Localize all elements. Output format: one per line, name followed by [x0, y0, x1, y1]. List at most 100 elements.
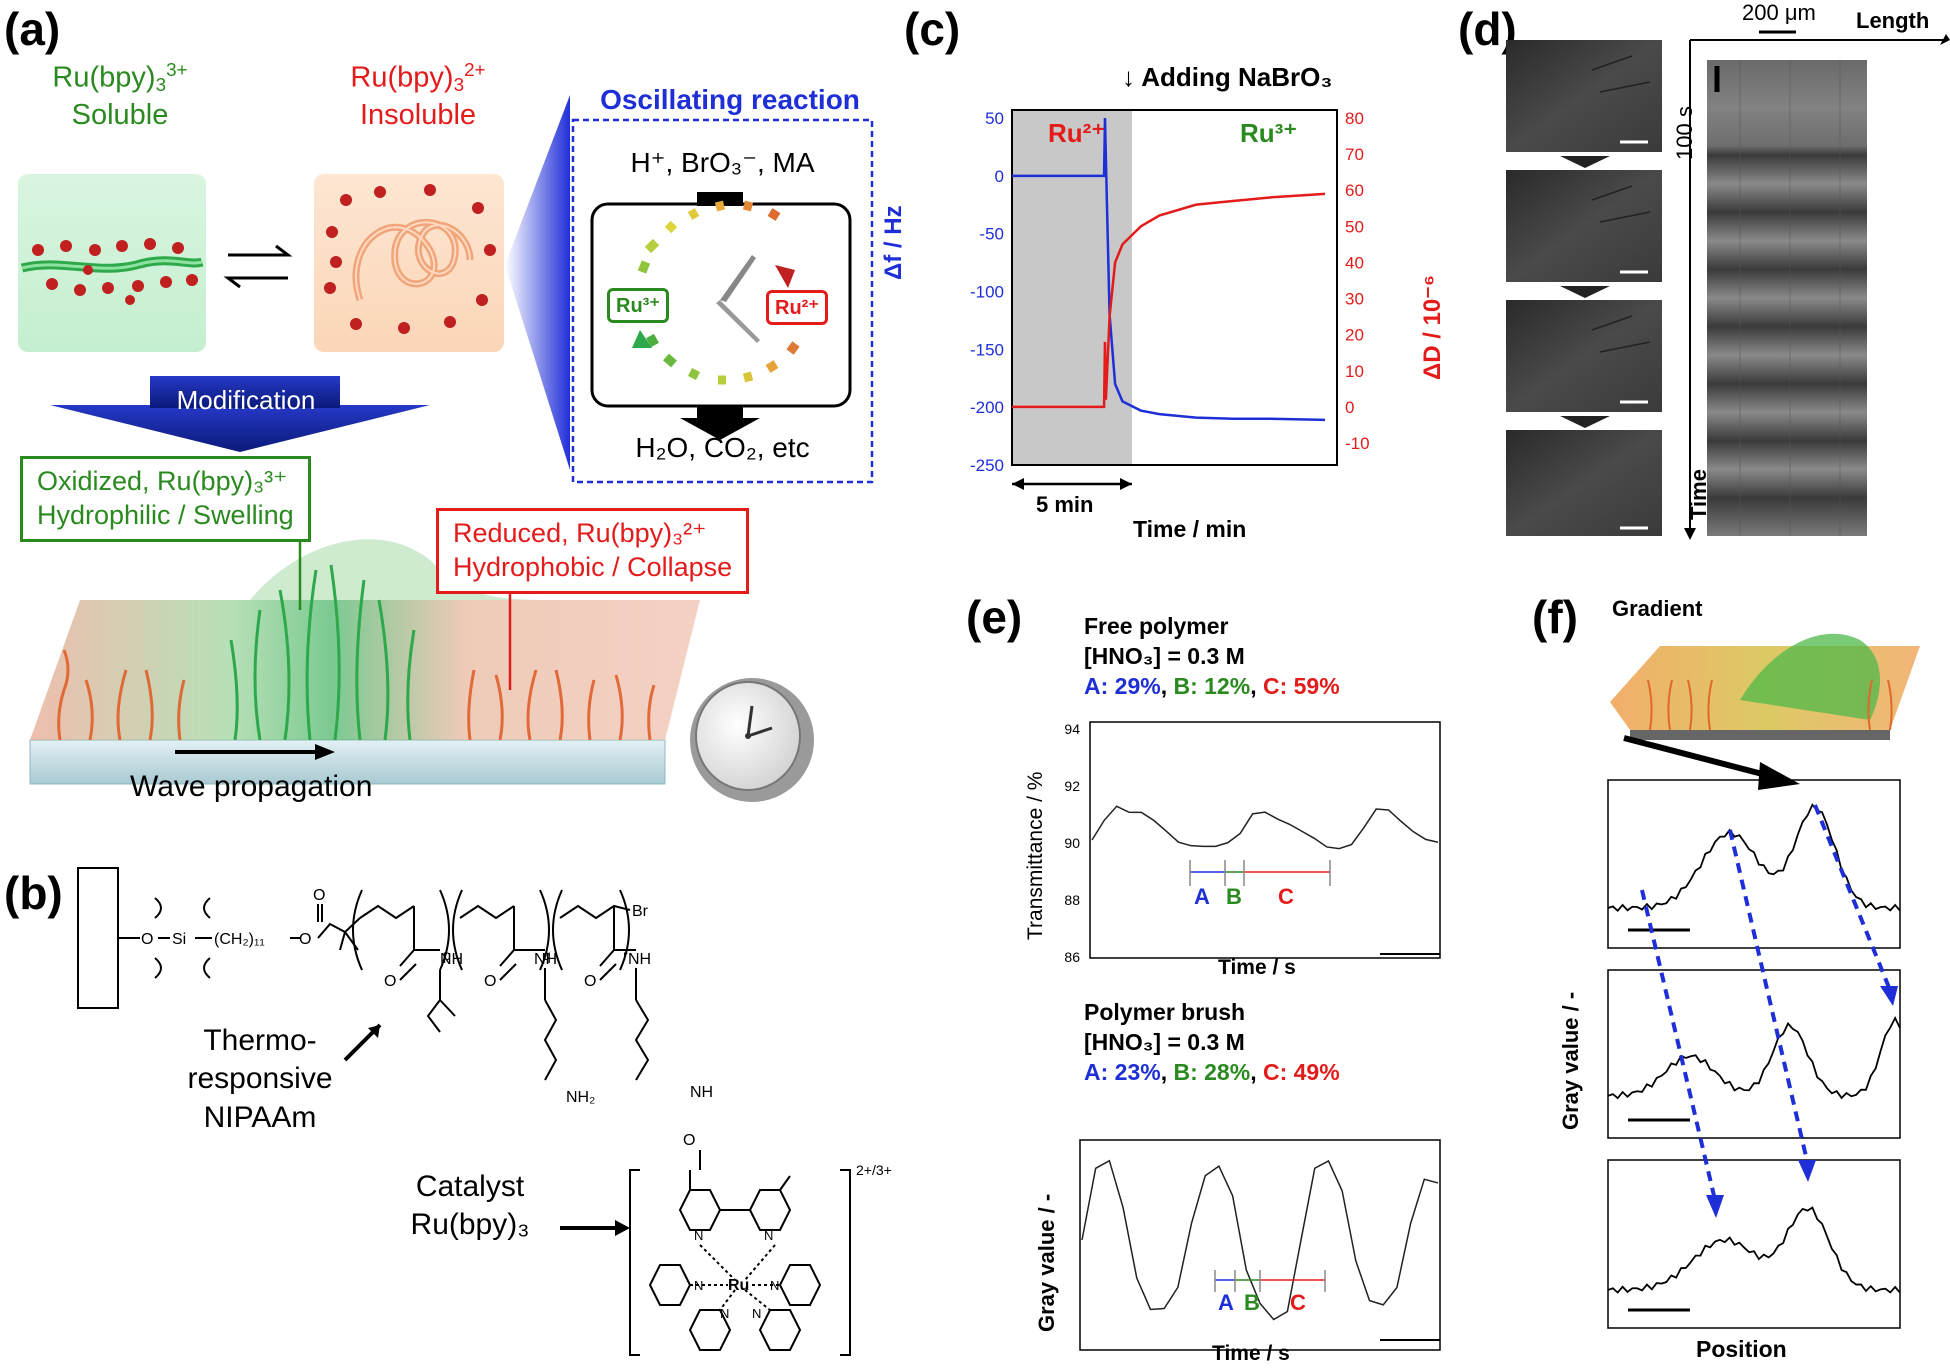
atom-n-1: N [694, 1228, 703, 1243]
oxidized-callout: Oxidized, Ru(bpy)₃³⁺ Hydrophilic / Swell… [20, 456, 311, 542]
modification-label: Modification [176, 385, 316, 415]
panel-f-label: (f) [1532, 591, 1578, 643]
soluble-sup: 3+ [166, 59, 188, 80]
panel-f-graphics [1607, 633, 1920, 1329]
f-xlabel: Position [1696, 1336, 1787, 1362]
e-brush-sep2: , [1250, 1058, 1263, 1085]
insoluble-text: Insoluble [359, 98, 477, 131]
c-ylabel-right: ΔD / 10⁻⁶ [1419, 275, 1446, 380]
atom-o-4: O [384, 973, 396, 990]
subscript-q: q [543, 947, 551, 963]
c-left-tick: 0 [995, 167, 1004, 186]
e-brush-header: Polymer brush [HNO₃] = 0.3 M A: 23%, B: … [1084, 998, 1340, 1088]
delta-f-series [1012, 117, 1326, 422]
atom-si: Si [172, 931, 186, 948]
e-free-b: B: 12% [1173, 672, 1251, 699]
e-top-tick: 86 [1064, 949, 1080, 965]
atom-nh-2: NH [534, 951, 557, 968]
atom-o-6: O [584, 973, 596, 990]
e-free-c: C: 59% [1262, 672, 1340, 699]
insoluble-sup: 2+ [464, 59, 486, 80]
catalyst-line1: Catalyst [415, 1170, 525, 1203]
reduced-callout: Reduced, Ru(bpy)₃²⁺ Hydrophobic / Collap… [436, 508, 750, 594]
insoluble-sub: 3 [453, 74, 465, 96]
atom-o-2: O [299, 931, 311, 948]
delta-d-series [1012, 192, 1326, 409]
insoluble-species: Ru(bpy) [350, 61, 454, 94]
e-ylabel-bottom: Gray value / - [1034, 1193, 1059, 1332]
d-length-label: Length [1856, 8, 1930, 33]
e-top-tick: 92 [1064, 778, 1080, 794]
c-xlabel: Time / min [1133, 516, 1247, 542]
thermo-line1: Thermo- [203, 1024, 317, 1057]
reagents-text: H⁺, BrO₃⁻, MA [630, 147, 815, 178]
atom-br: Br [632, 903, 649, 920]
complex-charge: 2+/3+ [856, 1162, 892, 1178]
panel-d-graphics [1506, 30, 1950, 540]
atom-o-5: O [484, 973, 496, 990]
atom-n-5: N [720, 1306, 729, 1321]
adding-nabro3-annotation: ↓ Adding NaBrO₃ [1122, 62, 1333, 92]
e-ylabel-top: Transmittance / % [1024, 771, 1047, 940]
d-timebar-label: 100 s [1672, 106, 1697, 160]
panel-b-structure: O Si (CH₂)₁₁ O O p q r Br O NH O NH O NH… [77, 867, 892, 1356]
d-time-label: Time [1686, 469, 1711, 520]
profile-2 [1607, 1015, 1901, 1100]
panel-a-label: (a) [4, 3, 61, 55]
atom-ch2: (CH₂)₁₁ [214, 931, 265, 948]
e-xlabel-top: Time / s [1218, 956, 1296, 979]
soluble-species: Ru(bpy) [52, 61, 156, 94]
c-right-tick: 80 [1345, 109, 1364, 128]
atom-nh-1: NH [440, 951, 463, 968]
c-right-tick: 70 [1345, 145, 1364, 164]
e-top-tick: 94 [1064, 721, 1080, 737]
panel-c-chart: 500-50-100-150-200-250 80706050403020100… [970, 109, 1370, 490]
e-brush-a: A: 23% [1084, 1058, 1161, 1085]
oxidized-line1: Oxidized, Ru(bpy)₃³⁺ [37, 466, 288, 496]
thermo-line3: NIPAAm [203, 1100, 317, 1134]
e-brush-title: Polymer brush [1084, 999, 1246, 1025]
catalyst-label: Catalyst Ru(bpy)₃ [380, 1168, 560, 1245]
c-right-tick: 50 [1345, 217, 1364, 236]
c-right-tick: 60 [1345, 181, 1364, 200]
c-right-tick: 40 [1345, 253, 1364, 272]
soluble-sub: 3 [155, 74, 167, 96]
atom-nh2: NH₂ [566, 1089, 595, 1106]
panel-b-label: (b) [4, 867, 63, 919]
c-left-tick: -250 [970, 456, 1004, 475]
subscript-p: p [443, 947, 451, 963]
wave-propagation-label: Wave propagation [130, 770, 373, 803]
clock-ru3-badge: Ru³⁺ [607, 288, 669, 323]
e-free-title: Free polymer [1084, 613, 1229, 639]
e-bot-seg-c: C [1290, 1290, 1306, 1315]
c-right-tick: -10 [1345, 434, 1370, 453]
e-brush-sep1: , [1160, 1058, 1174, 1085]
e-top-seg-a: A [1194, 884, 1210, 909]
e-top-seg-c: C [1278, 884, 1294, 909]
thermo-label: Thermo- responsive NIPAAm [160, 1022, 360, 1137]
reduced-line1: Reduced, Ru(bpy)₃²⁺ [453, 518, 707, 548]
atom-n-6: N [752, 1306, 761, 1321]
transmittance-series [1091, 805, 1439, 850]
atom-nh-3: NH [628, 951, 651, 968]
soluble-text: Soluble [71, 98, 169, 131]
atom-n-2: N [764, 1228, 773, 1243]
oxidized-line2: Hydrophilic / Swelling [37, 499, 294, 530]
e-xlabel-bottom: Time / s [1212, 1342, 1290, 1365]
soluble-heading: Ru(bpy)33+ Soluble [20, 58, 220, 133]
e-brush-cond: [HNO₃] = 0.3 M [1084, 1028, 1245, 1055]
panel-e-label: (e) [966, 591, 1023, 643]
e-free-cond: [HNO₃] = 0.3 M [1084, 642, 1245, 669]
atom-nh-4: NH [690, 1084, 713, 1101]
atom-n-3: N [694, 1278, 703, 1293]
f-ylabel: Gray value / - [1558, 991, 1583, 1130]
c-left-tick: -200 [970, 398, 1004, 417]
ru2-label: Ru²⁺ [1048, 118, 1106, 148]
c-ylabel-left: Δf / Hz [880, 205, 907, 280]
atom-o-3: O [313, 887, 325, 904]
c-left-tick: -150 [970, 340, 1004, 359]
atom-ru: Ru [728, 1277, 749, 1294]
c-right-tick: 30 [1345, 290, 1364, 309]
thermo-line2: responsive [187, 1062, 333, 1096]
